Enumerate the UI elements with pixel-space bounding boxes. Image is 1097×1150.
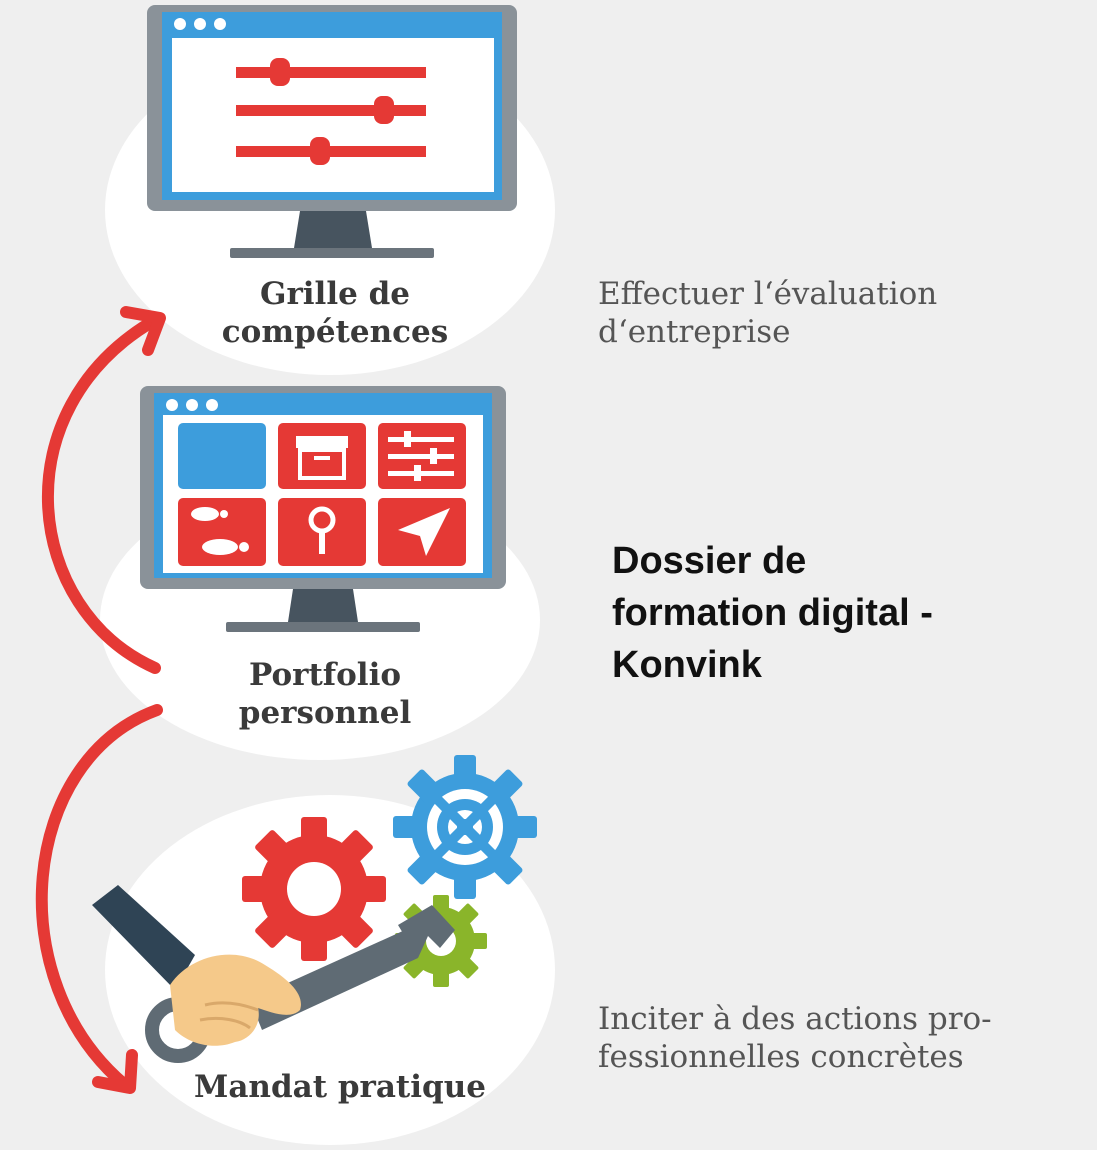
- page-title-line1: Dossier de: [612, 540, 807, 582]
- stage-label-mandat: Mandat pratique: [194, 1069, 486, 1105]
- side-note-top-line2: d‘entreprise: [598, 314, 791, 350]
- side-note-bottom-line2: fessionnelles concrètes: [598, 1039, 964, 1075]
- side-note-bottom-line1: Inciter à des actions pro-: [598, 1001, 992, 1037]
- stage-label-portfolio-line2: personnel: [238, 695, 412, 731]
- stage-label-grille-line1: Grille de: [259, 276, 411, 312]
- stage-label-grille-line2: compétences: [221, 314, 449, 350]
- page-title: Dossier de formation digital - Konvink: [612, 535, 1082, 691]
- stage-label-portfolio-line1: Portfolio: [248, 657, 402, 693]
- page-title-line2: formation digital -: [612, 592, 933, 634]
- side-note-top-line1: Effectuer l‘évaluation: [598, 276, 938, 312]
- stage-label-portfolio: Portfolio personnel: [165, 656, 485, 732]
- stage-label-grille: Grille de compétences: [175, 275, 495, 351]
- side-note-top: Effectuer l‘évaluation d‘entreprise: [598, 275, 1078, 351]
- page-title-line3: Konvink: [612, 644, 762, 686]
- side-note-bottom: Inciter à des actions pro- fessionnelles…: [598, 1000, 1078, 1076]
